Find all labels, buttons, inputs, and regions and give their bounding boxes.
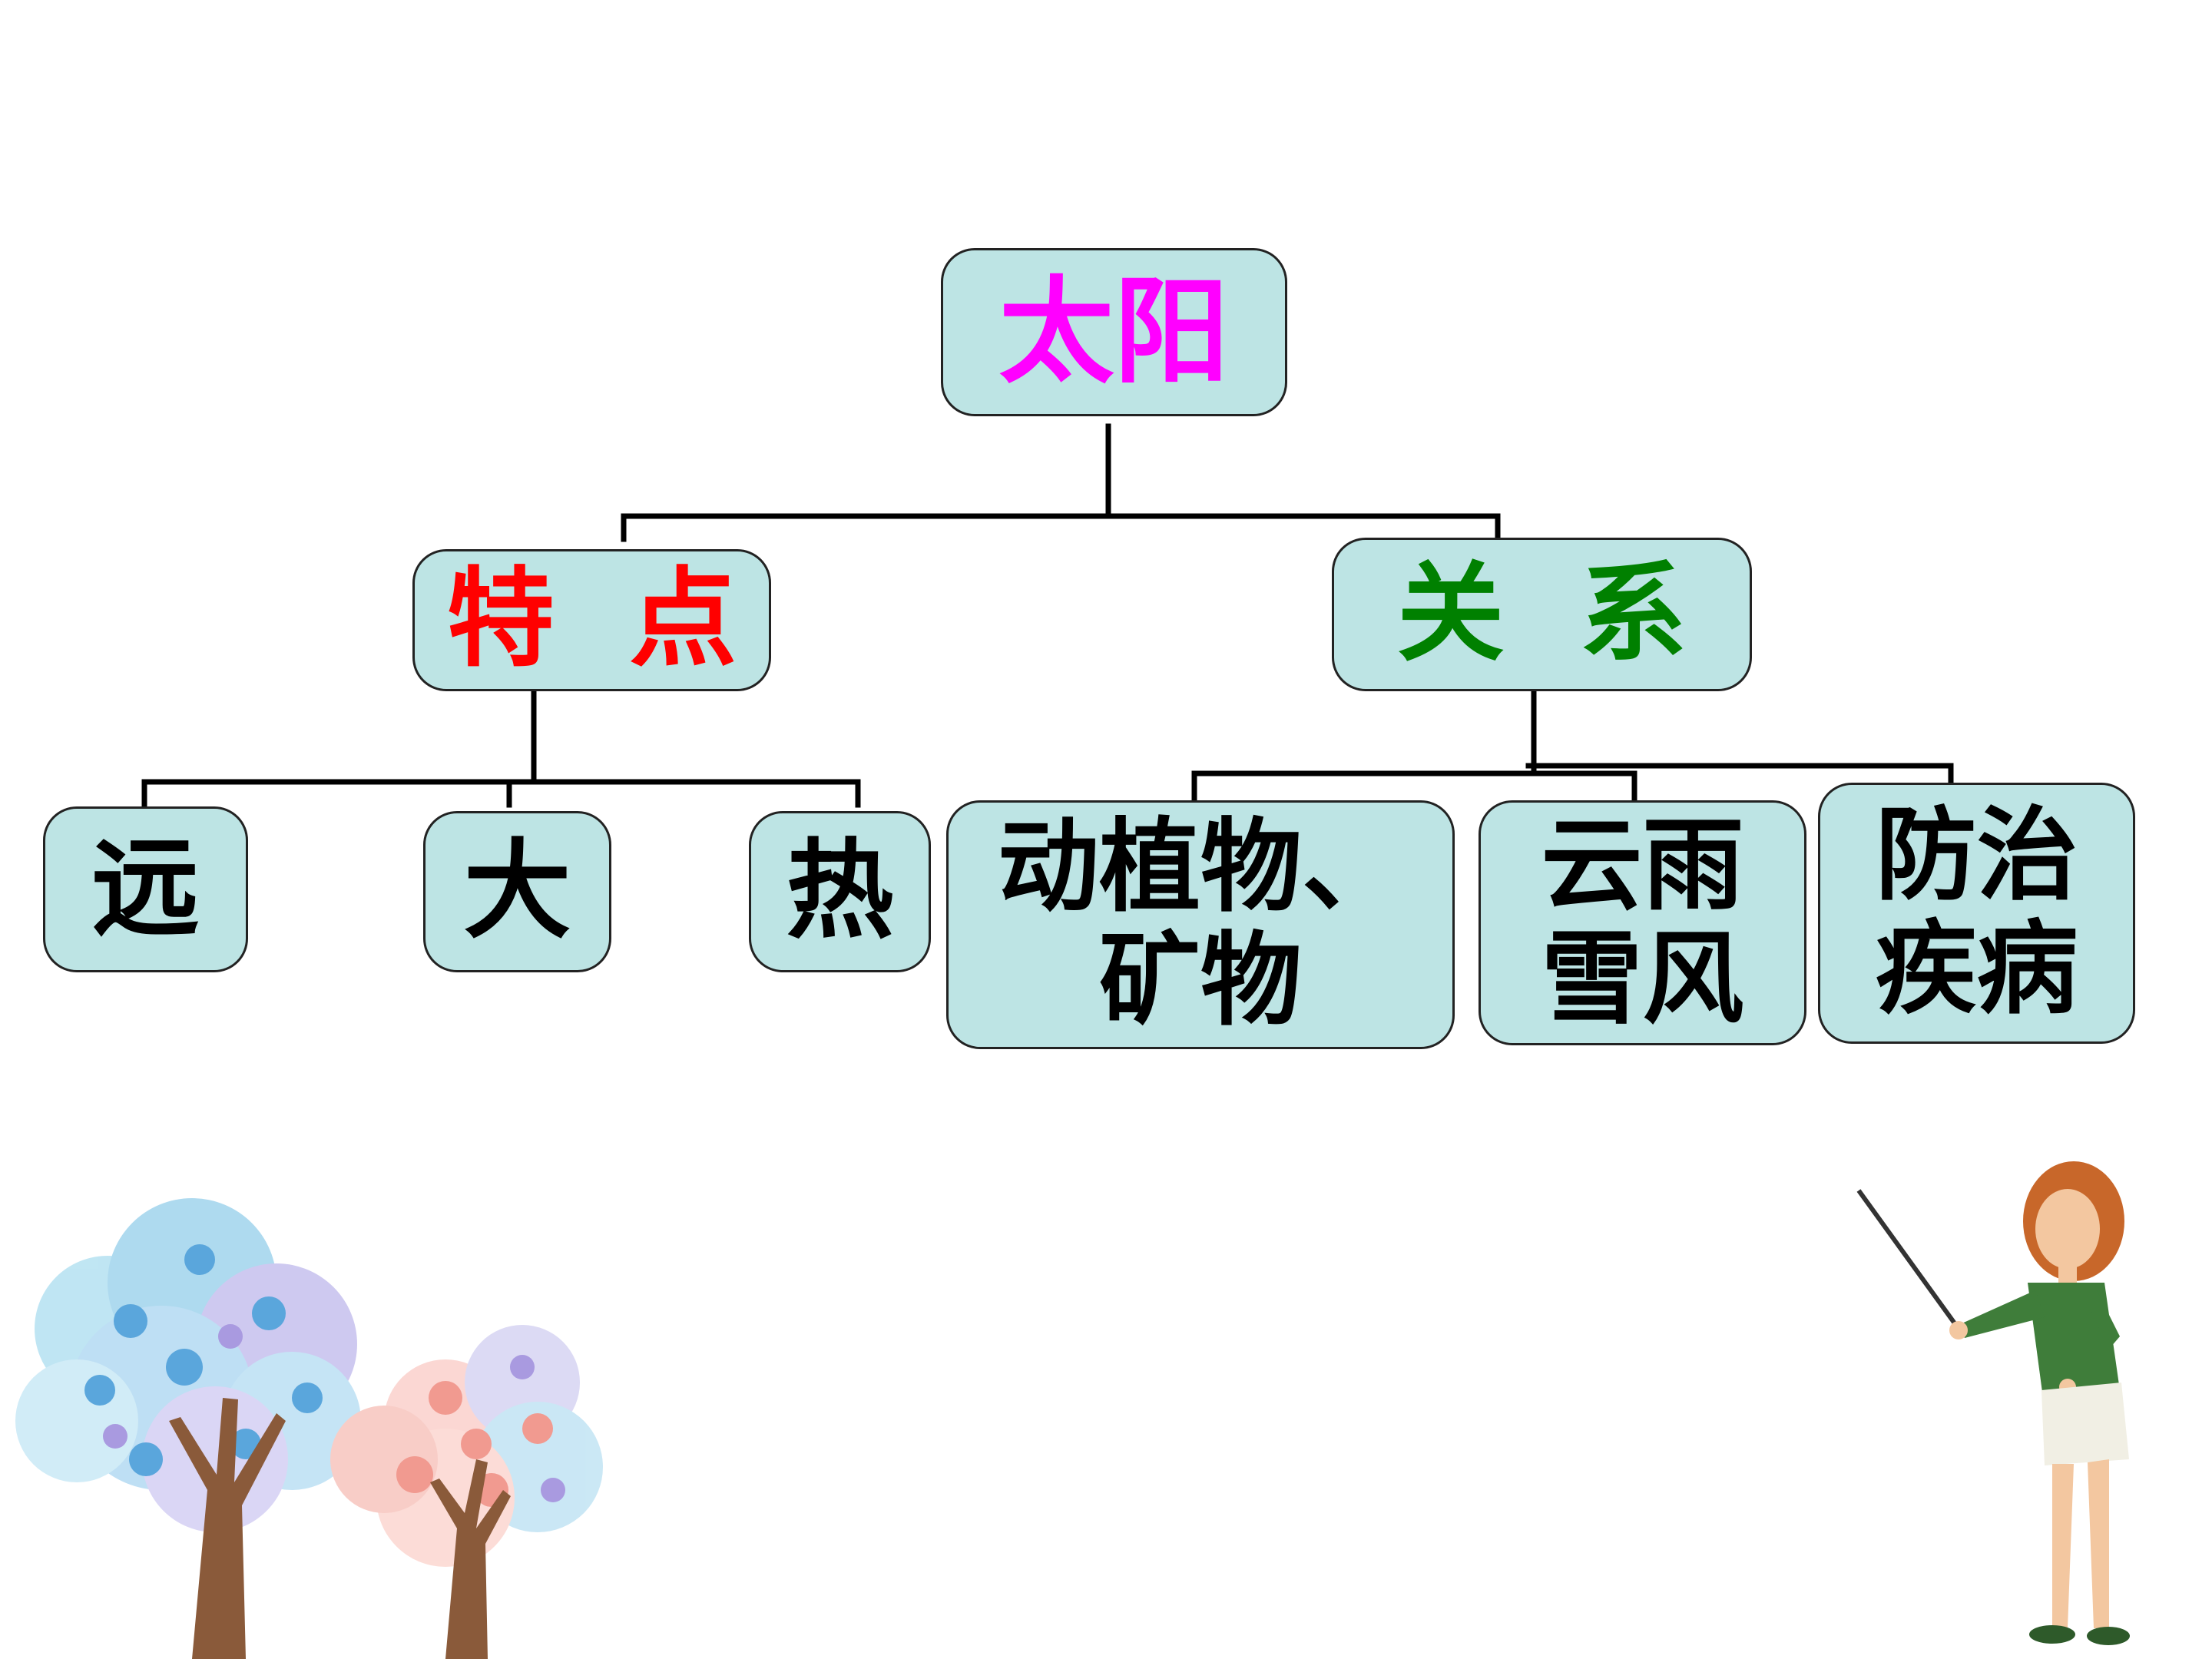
node-feature-big-label: 大	[463, 828, 571, 954]
node-features: 特 点	[412, 549, 771, 691]
node-relations-label: 关 系	[1396, 551, 1687, 677]
node-relation-life-label: 动植物、 矿物	[998, 808, 1403, 1040]
node-relation-weather-label: 云雨 雪风	[1541, 806, 1744, 1038]
node-feature-big: 大	[423, 811, 611, 972]
node-feature-far: 远	[43, 806, 248, 972]
node-relations: 关 系	[1332, 538, 1752, 691]
node-relation-disease: 防治 疾病	[1818, 783, 2135, 1044]
node-feature-hot-label: 热	[786, 828, 894, 954]
node-feature-hot: 热	[749, 811, 931, 972]
flowering-trees-illustration	[15, 1198, 603, 1659]
node-features-label: 特 点	[446, 557, 737, 683]
node-root-label: 太阳	[998, 265, 1230, 399]
node-relation-life: 动植物、 矿物	[946, 800, 1455, 1049]
node-relation-disease-label: 防治 疾病	[1875, 796, 2078, 1028]
teacher-with-pointer-illustration	[1856, 1161, 2130, 1645]
node-root: 太阳	[941, 248, 1287, 416]
node-relation-weather: 云雨 雪风	[1479, 800, 1806, 1045]
node-feature-far-label: 远	[91, 826, 200, 952]
